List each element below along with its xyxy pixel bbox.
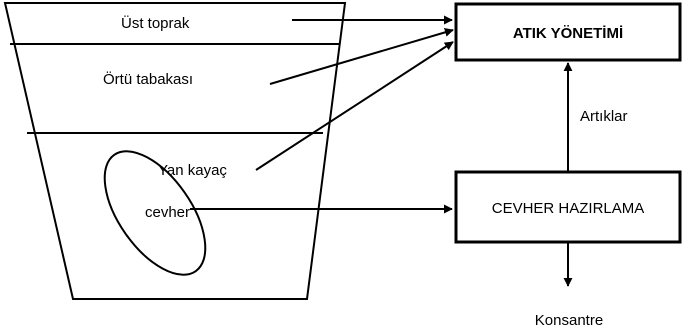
- top-soil-label: Üst toprak: [121, 14, 190, 32]
- concentrate-label: Konsantre: [535, 312, 603, 329]
- overburden-arrow: [269, 27, 454, 85]
- waste-management-box: [454, 2, 682, 62]
- open-pit-outline: [3, 1, 347, 300]
- waste-management-label: ATIK YÖNETİMİ: [513, 25, 623, 42]
- side-rock-arrow: [255, 41, 454, 171]
- ore-body-ellipse: [103, 150, 207, 276]
- tailings-label: Artıklar: [580, 108, 628, 125]
- ore-preparation-box: [454, 170, 682, 244]
- overburden-label: Örtü tabakası: [103, 70, 193, 88]
- side-rock-label: Yan kayaç: [158, 162, 227, 179]
- ore-label: cevher: [145, 204, 190, 221]
- ore-preparation-label: CEVHER HAZIRLAMA: [492, 200, 645, 217]
